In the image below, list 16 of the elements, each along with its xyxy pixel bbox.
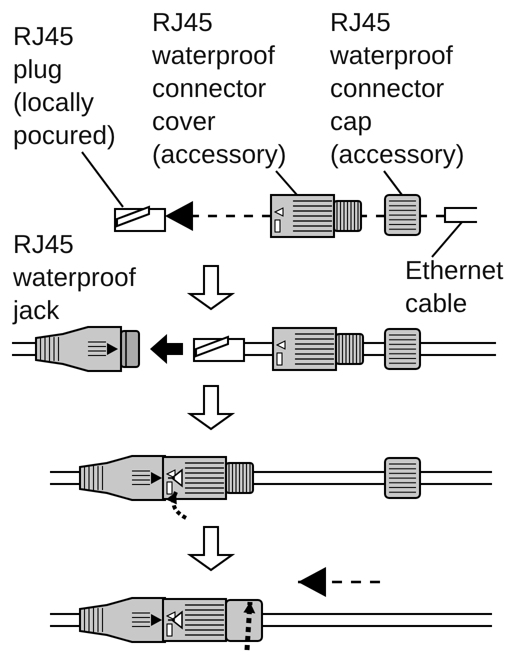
rj45-plug-drawing [114,206,166,232]
leader-line [431,221,463,258]
part-label: RJ45 waterproof jack [13,228,137,327]
part-label: RJ45 waterproof connector cover (accessory) [152,6,288,171]
cable-end-drawing [444,207,477,223]
part-label: RJ45 plug (locally pocured) [13,20,117,152]
connector-cap-drawing [384,194,421,236]
leader-line [383,170,403,196]
leader-line [275,170,298,196]
leader-line [420,214,445,218]
part-label: RJ45 waterproof connector cap (accessory) [330,6,466,171]
leader-line [361,214,385,218]
part-label: Ethernet cable [405,254,504,320]
connector-cover-drawing [270,194,362,238]
leader-line [81,151,124,208]
arrow [165,201,271,231]
